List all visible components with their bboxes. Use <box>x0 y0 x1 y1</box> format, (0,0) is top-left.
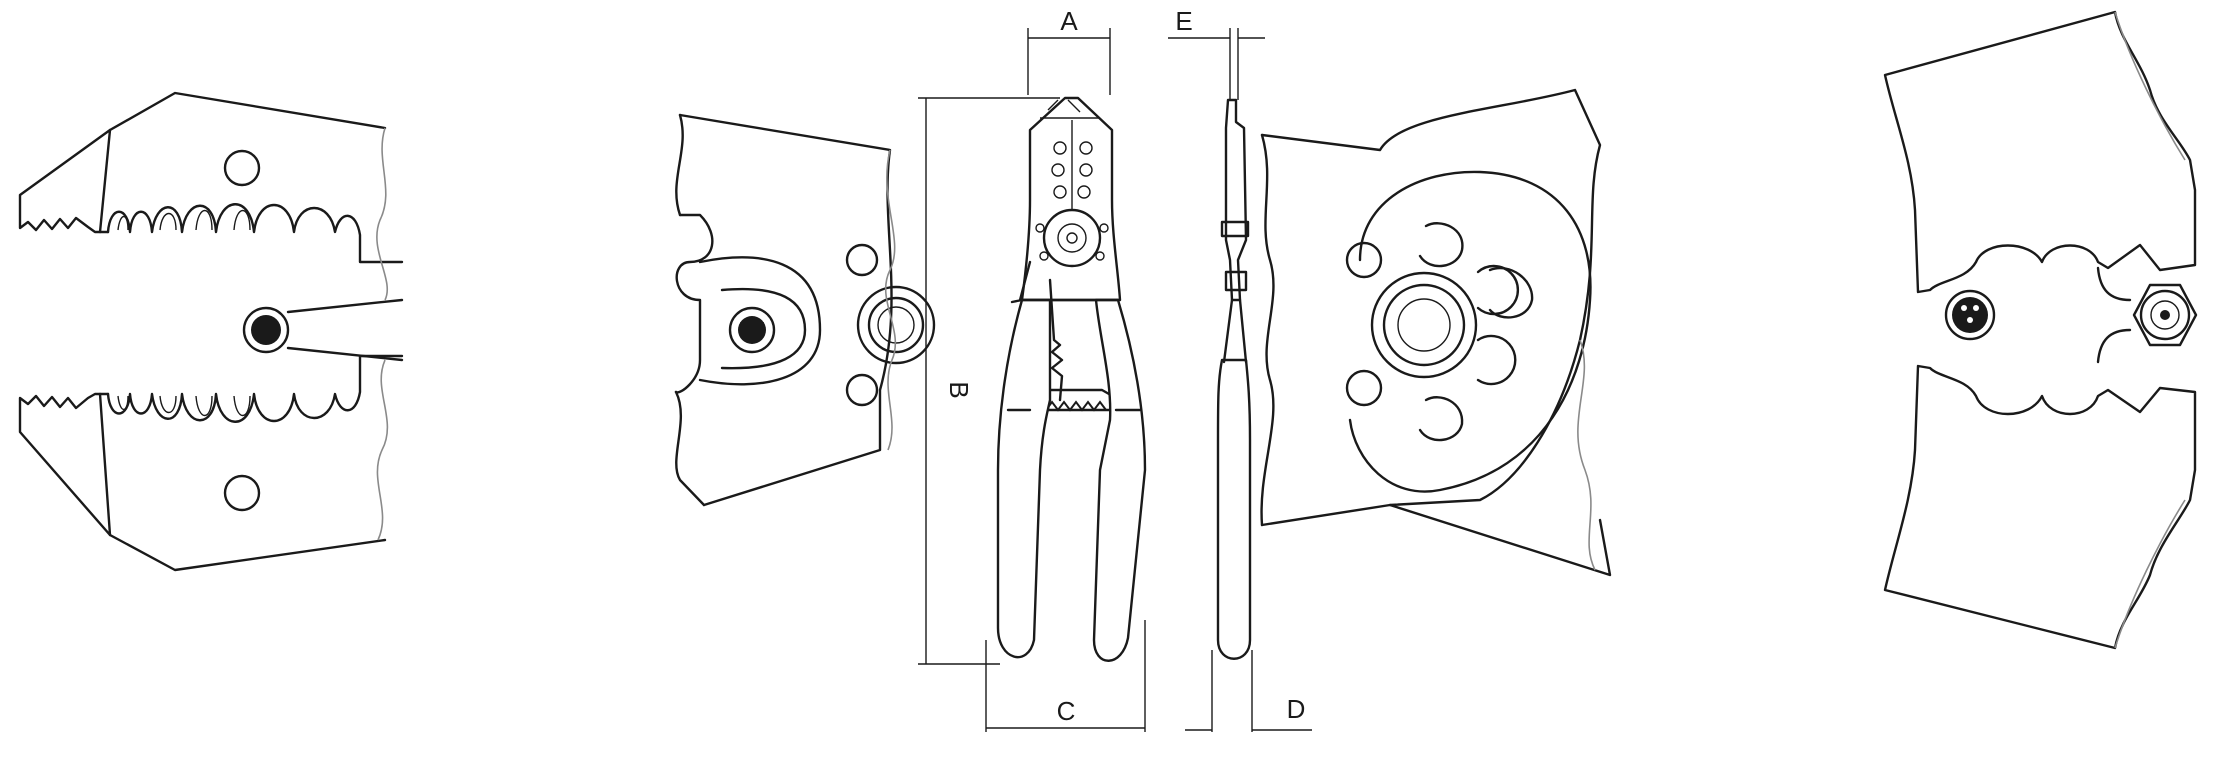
dimension-label-b: B <box>944 381 974 398</box>
stripper-side-view: E D <box>1168 6 1312 732</box>
dimension-label-e: E <box>1175 6 1192 36</box>
crimp-head-right <box>1260 88 1612 577</box>
crimp-head-left <box>674 113 936 507</box>
stripper-front-view: A B C <box>918 6 1147 732</box>
dimension-label-a: A <box>1060 6 1078 36</box>
crimp-jaw-detail <box>18 91 404 572</box>
dimension-label-d: D <box>1287 694 1306 724</box>
dimension-label-c: C <box>1057 696 1076 726</box>
coax-die-detail <box>1883 10 2198 650</box>
